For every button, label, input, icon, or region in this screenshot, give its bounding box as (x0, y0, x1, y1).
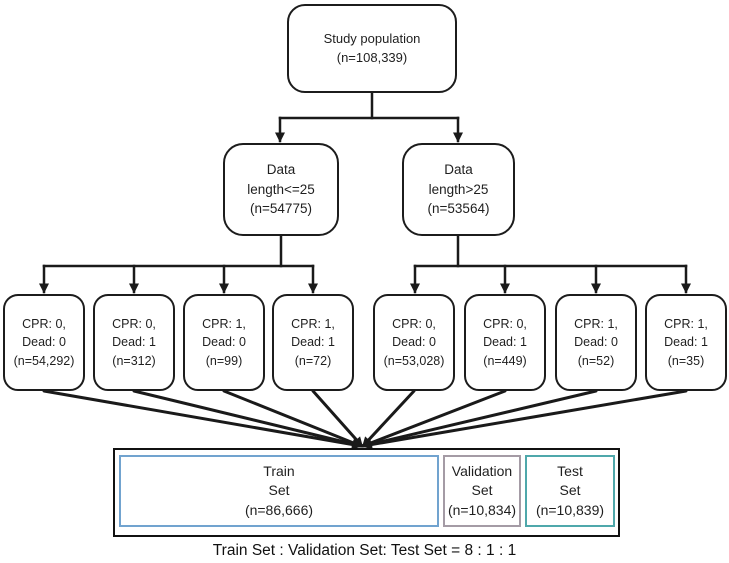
node-count: (n=35) (667, 353, 705, 368)
node-label: CPR: 0, (22, 317, 66, 332)
node-label: CPR: 1, (574, 317, 618, 332)
node-count: (n=53,028) (383, 353, 445, 368)
node-count: (n=53564) (427, 201, 490, 217)
node-cpr0-dead0-left: CPR: 0, Dead: 0 (n=54,292) (3, 294, 85, 391)
node-label: length<=25 (247, 181, 315, 197)
node-count: (n=54,292) (13, 353, 75, 368)
node-label: CPR: 1, (664, 317, 708, 332)
test-set-box: Test Set (n=10,839) (525, 455, 615, 527)
node-cpr0-dead0-right: CPR: 0, Dead: 0 (n=53,028) (373, 294, 455, 391)
node-label: Dead: 1 (112, 335, 156, 350)
node-label: CPR: 0, (483, 317, 527, 332)
node-cpr1-dead1-left: CPR: 1, Dead: 1 (n=72) (272, 294, 354, 391)
node-label: CPR: 0, (112, 317, 156, 332)
set-label: Set (471, 482, 493, 499)
node-label: Data (444, 162, 473, 178)
node-label: CPR: 1, (202, 317, 246, 332)
set-label: Validation (451, 462, 513, 479)
node-label: CPR: 1, (291, 317, 335, 332)
split-ratio-caption: Train Set : Validation Set: Test Set = 8… (212, 542, 517, 559)
node-label: Study population (323, 30, 421, 46)
node-cpr0-dead1-left: CPR: 0, Dead: 1 (n=312) (93, 294, 175, 391)
branch-to-leaf-connectors (39, 234, 691, 294)
node-label: CPR: 0, (392, 317, 436, 332)
set-count: (n=10,834) (447, 501, 517, 518)
node-count: (n=52) (577, 353, 615, 368)
dataset-split-container: Train Set (n=86,666) Validation Set (n=1… (113, 448, 620, 537)
set-count: (n=10,839) (535, 501, 605, 518)
node-cpr1-dead0-left: CPR: 1, Dead: 0 (n=99) (183, 294, 265, 391)
node-count: (n=312) (112, 353, 156, 368)
node-label: Dead: 0 (392, 335, 436, 350)
set-label: Set (559, 482, 581, 499)
node-count: (n=72) (294, 353, 332, 368)
node-data-length-le-25: Data length<=25 (n=54775) (223, 143, 339, 236)
node-label: Dead: 0 (202, 335, 246, 350)
node-label: Dead: 0 (22, 335, 66, 350)
validation-set-box: Validation Set (n=10,834) (443, 455, 521, 527)
node-label: Dead: 0 (574, 335, 618, 350)
node-label: Dead: 1 (483, 335, 527, 350)
set-label: Set (268, 482, 290, 499)
set-count: (n=86,666) (244, 501, 314, 518)
node-cpr1-dead0-right: CPR: 1, Dead: 0 (n=52) (555, 294, 637, 391)
root-to-branch-connectors (275, 91, 463, 143)
node-label: Dead: 1 (291, 335, 335, 350)
leaf-to-sets-connectors (42, 389, 688, 450)
train-set-box: Train Set (n=86,666) (119, 455, 439, 527)
set-label: Test (557, 462, 583, 479)
node-count: (n=449) (483, 353, 527, 368)
node-data-length-gt-25: Data length>25 (n=53564) (402, 143, 515, 236)
node-cpr0-dead1-right: CPR: 0, Dead: 1 (n=449) (464, 294, 546, 391)
node-label: Dead: 1 (664, 335, 708, 350)
node-count: (n=99) (205, 353, 243, 368)
node-cpr1-dead1-right: CPR: 1, Dead: 1 (n=35) (645, 294, 727, 391)
node-label: Data (266, 162, 296, 178)
node-count: (n=54775) (250, 201, 312, 217)
set-label: Train (263, 462, 295, 479)
node-count: (n=108,339) (336, 49, 408, 65)
node-label: length>25 (428, 181, 489, 197)
node-study-population: Study population (n=108,339) (287, 4, 457, 93)
